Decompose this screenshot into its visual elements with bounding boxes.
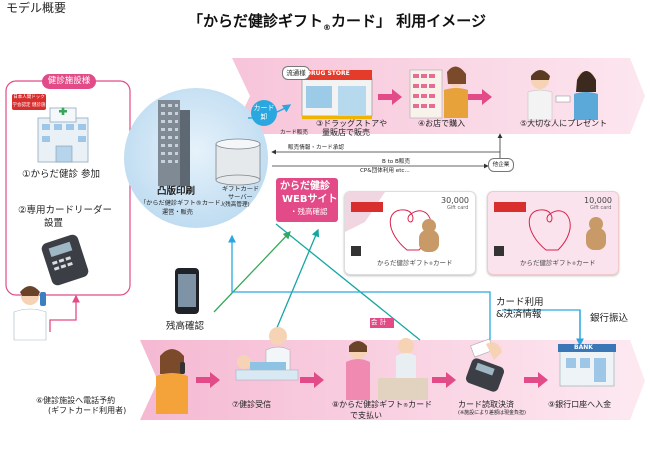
nurse-on-phone-icon [13, 286, 47, 341]
card-2-amount: 10,000 [584, 196, 612, 205]
retail-arrow-1 [378, 89, 402, 105]
card-reader-icon [41, 234, 89, 286]
reader-note: (※施設により差額は現金負担) [458, 410, 526, 416]
teal-cross [275, 228, 320, 331]
shopper-person-icon [444, 66, 468, 118]
card-2-brand: からだ健診ギフト®カード [520, 259, 596, 267]
smartphone-icon [175, 268, 199, 314]
card-1-corner-badge [351, 202, 383, 212]
page-label: モデル概要 [6, 1, 67, 15]
card-usage-label-line2: &決済情報 [496, 309, 542, 320]
drug-store-icon [301, 70, 373, 119]
title-rest: カード」 利用イメージ [331, 12, 486, 30]
title-reg-mark: ® [323, 23, 332, 32]
present-people-icon [527, 70, 598, 121]
usage-arrow-1 [196, 372, 220, 388]
website-line3: ・残高確認 [290, 207, 328, 216]
card-sale-label: カード販売 [280, 130, 308, 136]
server-line3: (残高管理) [223, 202, 250, 208]
bank-building-icon [558, 344, 616, 387]
card-usage-info-line [228, 234, 491, 340]
other-company-badge: 他企業 [488, 158, 514, 172]
reservation-line [49, 294, 80, 332]
balance-check-line [213, 231, 291, 313]
sales-info-label: 販売情報・カード承認 [288, 145, 344, 151]
toppan-name: 凸版印刷 [157, 186, 196, 197]
website-box [276, 178, 338, 222]
toppan-building-icon [158, 100, 190, 186]
title-main: 「からだ健診ギフト [188, 12, 324, 30]
server-line2: サーバー [228, 194, 253, 201]
step-9-label: ⑨銀行口座へ入金 [548, 400, 612, 409]
cashier-scene-icon [346, 318, 428, 400]
server-cylinder-icon [215, 138, 261, 186]
step-6-label-line2: (ギフトカード利用者) [48, 406, 127, 415]
step-3-label-line1: ③ドラッグストアや [316, 119, 388, 128]
step-2-label-line2: 設置 [44, 218, 64, 229]
cashier-sign: 会 計 [371, 318, 387, 326]
card-2-unit: Gift card [590, 205, 612, 211]
page-title: 「からだ健診ギフト®カード」 利用イメージ [188, 12, 486, 32]
payment-terminal-icon [465, 338, 505, 392]
gift-card-10000: 10,000 Gift card からだ健診ギフト®カード [487, 191, 619, 275]
bank-transfer-label: 銀行振込 [590, 313, 629, 324]
caller-person-icon [156, 349, 188, 414]
step-5-label: ⑤大切な人にプレゼント [520, 119, 608, 128]
website-to-reader-line [275, 223, 421, 341]
step-3-label-line2: 量販店で販売 [322, 128, 370, 137]
card-wholesale-badge: カード卸 [251, 100, 277, 126]
card-usage-label-line1: カード利用 [496, 297, 544, 308]
step-8-label-line1: ⑧からだ健診ギフト®カード [332, 400, 433, 409]
card-heart-graphic-2 [494, 209, 606, 256]
usage-arrow-2 [300, 372, 324, 388]
card-2-corner-badge [494, 202, 526, 212]
hospital-building-icon [37, 107, 89, 163]
drug-store-sign: DRUG STORE [306, 70, 350, 77]
step-7-label: ⑦健診受信 [232, 400, 272, 409]
b2b-label: B to B販売 [382, 159, 411, 165]
step-1-label: ①からだ健診 参加 [22, 169, 101, 180]
retail-arrow-2 [468, 89, 492, 105]
usage-arrow-4 [524, 372, 548, 388]
toppan-sub2: 運営・販売 [162, 209, 193, 216]
card-1-brand: からだ健診ギフト®カード [377, 259, 453, 267]
distributor-badge: 流通様 [282, 66, 310, 80]
website-line1: からだ健診 [280, 181, 330, 192]
facility-tag: 健診施設様 [42, 74, 96, 89]
toppan-sub: 「からだ健診ギフト®カード」 [140, 200, 227, 207]
card-1-amount: 30,000 [441, 196, 469, 205]
step-2-label-line1: ②専用カードリーダー [18, 205, 113, 216]
balance-check-label: 残高確認 [166, 321, 205, 332]
website-line2: WEBサイト [282, 194, 338, 205]
step-4-label: ④お店で購入 [418, 119, 466, 128]
step-8-label-line2: で支払い [350, 411, 382, 420]
usage-arrow-3 [432, 372, 456, 388]
card-1-unit: Gift card [447, 205, 469, 211]
server-line1: ギフトカード [222, 186, 260, 193]
gift-card-30000: 30,000 Gift card からだ健診ギフト®カード [344, 191, 476, 275]
step-6-label-line1: ⑥健診施設へ電話予約 [36, 396, 116, 405]
bank-sign: BANK [574, 344, 593, 351]
reader-label: カード読取決済 [458, 400, 514, 409]
product-shelf-icon [409, 69, 443, 119]
cp-label: CP&団体利用 etc... [360, 168, 410, 174]
certification-badge: 日本人間ドック学会認定 健診施設 [12, 94, 46, 116]
doctor-patient-icon [235, 327, 299, 381]
